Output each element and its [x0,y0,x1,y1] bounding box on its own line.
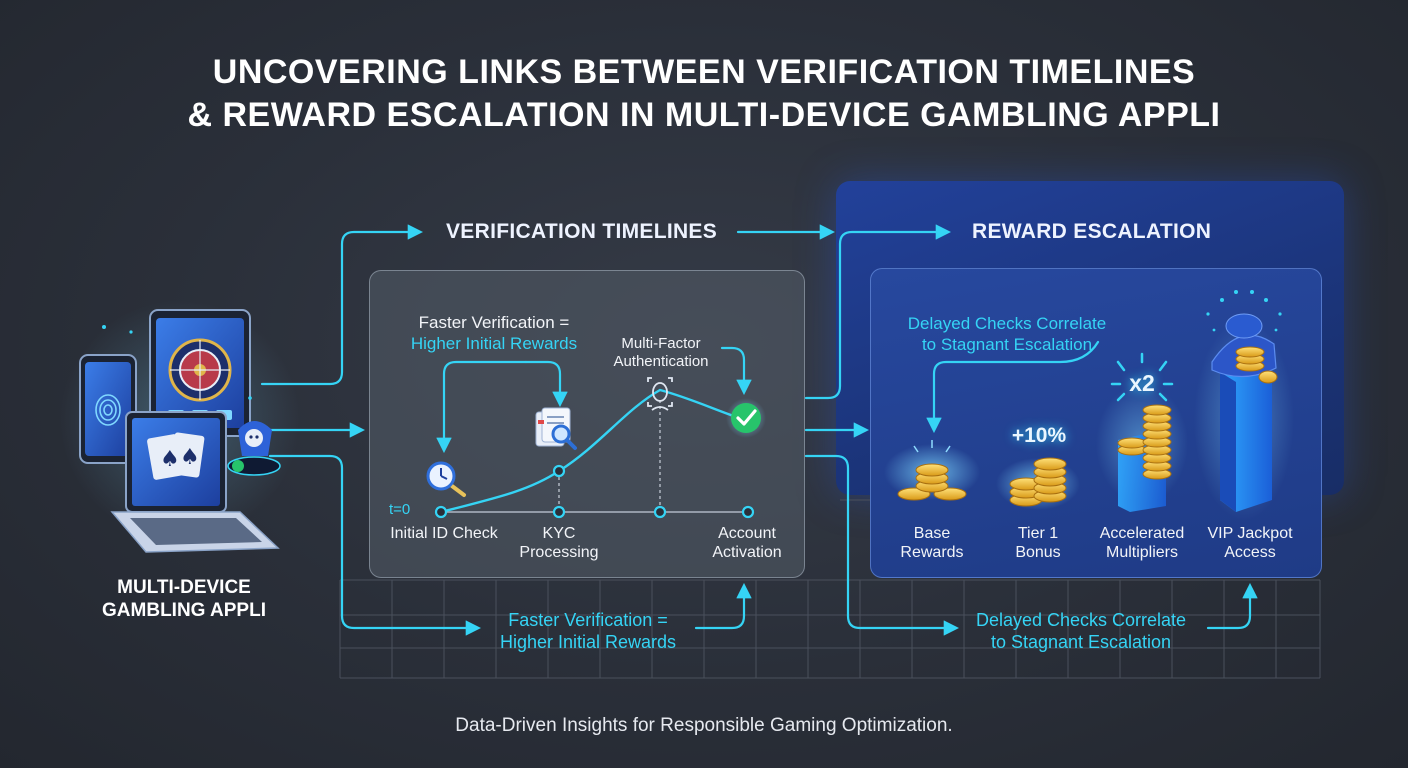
faster-verification-callout-line-2: Higher Initial Rewards [410,334,578,353]
tier-accelerated-multipliers: Accelerated Multipliers [1088,524,1196,562]
flow-arrows [260,224,1258,636]
delayed-checks-callout-line-1: Delayed Checks Correlate [907,314,1107,333]
tier-base-rewards: Base Rewards [880,524,984,562]
svg-text:♠: ♠ [160,447,180,472]
floor-grid [339,499,1321,679]
roulette-wheel-icon [168,338,232,402]
step-kyc-processing-line-1: KYC [542,525,576,542]
tier-bonus-percent: +10% [1011,424,1067,447]
page-title-line-2: & REWARD ESCALATION IN MULTI-DEVICE GAMB… [187,96,1221,134]
multiplier-pillar-icon [1096,352,1188,512]
bottom-faster-verification-line-2: Higher Initial Rewards [499,632,677,652]
devices-label: MULTI-DEVICE GAMBLING APPLI [60,576,308,622]
devices-label-line-2: GAMBLING APPLI [102,600,266,621]
fingerprint-icon [95,394,121,426]
delayed-checks-callout: Delayed Checks Correlate to Stagnant Esc… [884,313,1130,355]
bottom-delayed-checks-line-1: Delayed Checks Correlate [975,610,1187,630]
devices-illustration: ♠ ♠ [60,300,300,553]
tier-vip-jackpot-access: VIP Jackpot Access [1198,524,1302,562]
tier-base-rewards-line-2: Rewards [900,544,964,561]
svg-text:♠: ♠ [180,445,200,470]
bottom-delayed-checks: Delayed Checks Correlate to Stagnant Esc… [956,609,1206,653]
delayed-checks-callout-line-2: to Stagnant Escalation [921,335,1093,354]
bottom-delayed-checks-line-2: to Stagnant Escalation [990,632,1172,652]
step-kyc-processing-line-2: Processing [519,544,599,561]
clock-icon [426,461,466,497]
step-initial-id-check-line-1: Initial ID Check [390,525,498,542]
timeline-start-label: t=0 [389,501,411,518]
tier-base-rewards-line-1: Base [913,525,951,542]
timeline [434,388,755,519]
faster-verification-callout: Faster Verification = Higher Initial Rew… [386,312,602,354]
mfa-label-line-2: Authentication [613,353,709,370]
vip-jackpot-tower-icon [1194,290,1294,520]
face-scan-icon [647,377,673,411]
tier-vip-jackpot-access-line-2: Access [1224,544,1276,561]
bottom-faster-verification-line-1: Faster Verification = [508,610,668,630]
bottom-faster-verification: Faster Verification = Higher Initial Rew… [478,609,698,653]
devices-label-line-1: MULTI-DEVICE [117,577,251,598]
tier-1-bonus-line-2: Bonus [1015,544,1061,561]
tier-1-bonus-line-1: Tier 1 [1017,525,1059,542]
laptop-device: ♠ ♠ [110,411,280,553]
tier-1-bonus: Tier 1 Bonus [990,524,1086,562]
mfa-label-line-1: Multi-Factor [621,335,701,352]
step-account-activation: Account Activation [696,524,798,562]
playing-cards-icon: ♠ ♠ [147,432,205,480]
footer-tagline: Data-Driven Insights for Responsible Gam… [455,715,953,736]
tier-accelerated-multipliers-line-2: Multipliers [1105,544,1178,561]
reward-escalation-header: REWARD ESCALATION [972,220,1212,243]
step-account-activation-line-1: Account [718,525,776,542]
multiplier-label: x2 [1129,370,1155,396]
verification-timelines-header: VERIFICATION TIMELINES [446,220,718,243]
check-icon [726,398,766,438]
coin-pile-icon [884,440,980,501]
step-account-activation-line-2: Activation [712,544,782,561]
mfa-label: Multi-Factor Authentication [596,335,726,371]
coin-stack-icon [996,457,1080,510]
phone-device [79,354,137,464]
document-search-icon [535,407,577,450]
tier-accelerated-multipliers-line-1: Accelerated [1099,525,1185,542]
poker-chip-icon [227,421,281,476]
page-title-line-1: UNCOVERING LINKS BETWEEN VERIFICATION TI… [212,53,1196,91]
tier-vip-jackpot-access-line-1: VIP Jackpot [1207,525,1293,542]
step-kyc-processing: KYC Processing [503,524,615,562]
step-initial-id-check: Initial ID Check [380,524,508,543]
faster-verification-callout-line-1: Faster Verification = [418,313,570,332]
